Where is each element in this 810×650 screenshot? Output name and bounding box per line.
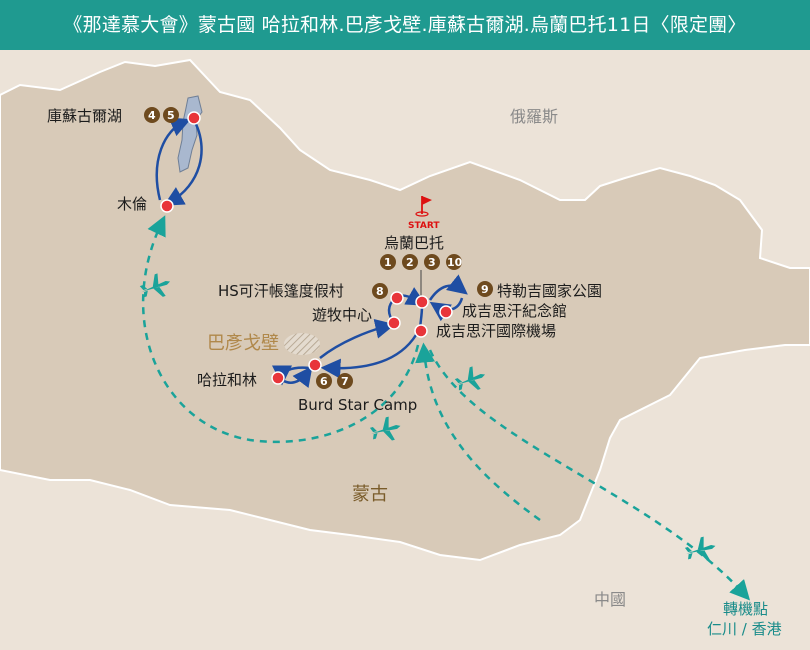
label-airport: 成吉思汗國際機場	[436, 322, 556, 340]
flight-route-ub-arrive	[415, 342, 541, 522]
mongolia-territory	[0, 58, 810, 562]
label-khuvsgul: 庫蘇古爾湖	[47, 107, 122, 125]
day-badges-khuvsgul: 4 5	[144, 107, 179, 123]
flag-icon	[415, 196, 432, 217]
day-badge: 7	[341, 375, 349, 388]
label-kharkhorin: 哈拉和林	[197, 371, 257, 389]
day-badge: 8	[376, 285, 384, 298]
day-badges-hs-khaan: 8	[372, 283, 388, 299]
stop-burd-camp	[308, 358, 322, 372]
stop-khuvsgul	[187, 111, 201, 125]
drive-route-airport-camp	[320, 334, 418, 379]
mongolia-label: 蒙古	[352, 484, 388, 505]
page-title: 《那達慕大會》蒙古國 哈拉和林.巴彥戈壁.庫蘇古爾湖.烏蘭巴托11日〈限定團〉	[0, 0, 810, 50]
start-label: START	[408, 221, 440, 231]
drive-route-kharkhorin-camp	[281, 366, 313, 389]
airplane-icon	[684, 536, 716, 561]
stop-airport	[414, 324, 428, 338]
day-badge: 3	[428, 256, 436, 269]
gobi-desert-area	[284, 333, 320, 355]
label-terelj: 特勒吉國家公園	[497, 282, 602, 300]
transfer-label: 轉機點	[723, 600, 768, 618]
drive-route-lake-moron	[163, 119, 203, 206]
label-burd-camp: Burd Star Camp	[298, 396, 417, 414]
stop-nomad-center	[387, 316, 401, 330]
label-moron: 木倫	[117, 195, 147, 213]
stop-kharkhorin	[271, 371, 285, 385]
day-badge: 9	[481, 283, 489, 296]
day-badge: 1	[384, 256, 392, 269]
airplane-icon	[139, 273, 171, 298]
stop-genghis-statue	[439, 305, 453, 319]
russia-label: 俄羅斯	[510, 107, 558, 126]
gobi-label: 巴彥戈壁	[207, 333, 279, 354]
stop-hs-khaan	[390, 291, 404, 305]
stop-moron	[160, 199, 174, 213]
drive-route-camp-nomad	[319, 318, 396, 359]
day-badge: 2	[406, 256, 414, 269]
label-hs-khaan: HS可汗帳篷度假村	[218, 282, 344, 300]
day-badge: 6	[320, 375, 328, 388]
label-nomad-center: 遊牧中心	[312, 306, 372, 324]
stop-markers	[160, 111, 453, 385]
label-genghis-statue: 成吉思汗紀念館	[462, 302, 567, 320]
day-badges-terelj: 9	[477, 281, 493, 297]
day-badge: 4	[148, 109, 156, 122]
drive-route-ub-terelj	[428, 274, 468, 301]
flight-route-moron	[141, 215, 420, 444]
airplane-icon	[454, 366, 486, 391]
day-badge: 5	[167, 109, 175, 122]
label-ulaanbaatar: 烏蘭巴托	[384, 234, 444, 252]
day-badges-burd-camp: 6 7	[316, 373, 353, 389]
drive-route-moron-lake	[155, 117, 191, 201]
stop-ulaanbaatar	[415, 295, 429, 309]
china-label: 中國	[594, 590, 626, 609]
day-badges-ulaanbaatar: 1 2 3 10	[380, 254, 463, 270]
transfer-cities: 仁川 / 香港	[707, 620, 782, 638]
route-map: 俄羅斯 蒙古 中國 巴彥戈壁	[0, 50, 810, 650]
day-badge: 10	[447, 256, 463, 269]
airplane-icon	[369, 416, 401, 441]
